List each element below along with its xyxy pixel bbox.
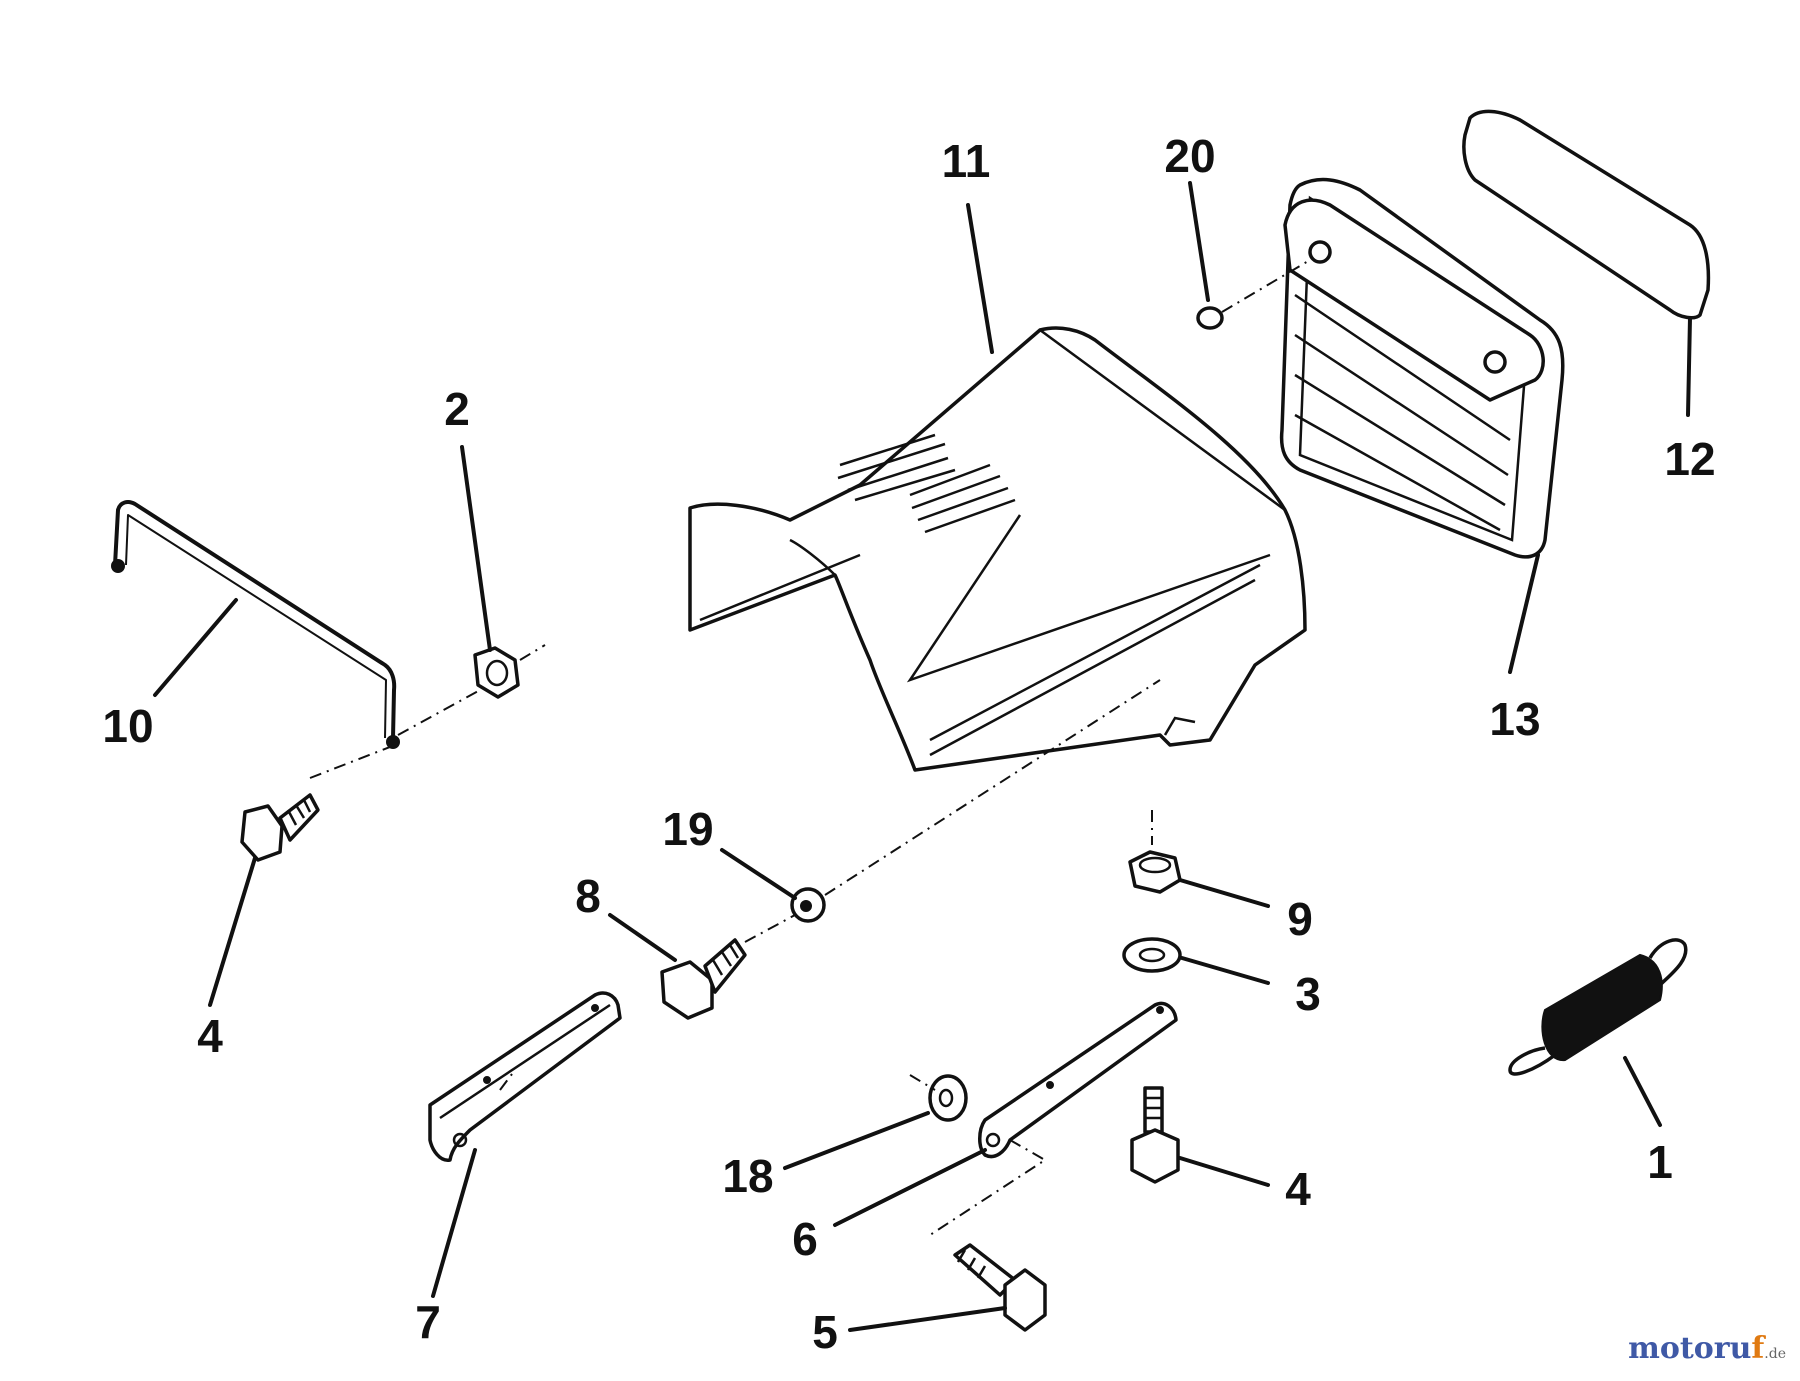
callout-7: 7 bbox=[415, 1296, 441, 1348]
callout-13: 13 bbox=[1489, 693, 1540, 745]
part-plug bbox=[1196, 306, 1224, 330]
callout-10: 10 bbox=[102, 700, 153, 752]
callout-4-right: 4 bbox=[1285, 1163, 1311, 1215]
callout-4-left: 4 bbox=[197, 1010, 223, 1062]
part-spring bbox=[1508, 938, 1688, 1076]
leader-lines bbox=[153, 181, 1692, 1332]
callout-3: 3 bbox=[1295, 968, 1321, 1020]
callout-labels: 11 20 12 13 2 10 4 19 8 9 3 1 4 18 6 7 5 bbox=[102, 130, 1715, 1358]
part-bolt-4-left bbox=[240, 793, 320, 862]
callout-1: 1 bbox=[1647, 1136, 1673, 1188]
callout-20: 20 bbox=[1164, 130, 1215, 182]
grille-hole-top bbox=[1308, 240, 1332, 264]
part-star-washer bbox=[790, 887, 826, 923]
part-bracket-6 bbox=[978, 1001, 1178, 1159]
part-support-rod bbox=[111, 500, 400, 749]
part-bolt-4-right bbox=[1130, 1086, 1180, 1184]
callout-19: 19 bbox=[662, 803, 713, 855]
callout-18: 18 bbox=[722, 1150, 773, 1202]
grille-hole-bottom bbox=[1483, 350, 1507, 374]
part-washer-18 bbox=[928, 1074, 968, 1122]
callout-5: 5 bbox=[812, 1306, 838, 1358]
part-bracket-7 bbox=[428, 991, 622, 1162]
part-hood-cover bbox=[688, 326, 1307, 772]
part-emblem-strip bbox=[1462, 109, 1711, 320]
callout-6: 6 bbox=[792, 1213, 818, 1265]
part-grille bbox=[1279, 177, 1565, 559]
part-bolt-5 bbox=[953, 1243, 1047, 1332]
part-nut-9 bbox=[1128, 850, 1182, 894]
callout-2: 2 bbox=[444, 383, 470, 435]
part-washer-3 bbox=[1122, 937, 1182, 973]
watermark-brand: motoru bbox=[1628, 1331, 1752, 1366]
part-flange-bolt-8 bbox=[660, 938, 747, 1020]
callout-12: 12 bbox=[1664, 433, 1715, 485]
watermark-tld: .de bbox=[1764, 1346, 1786, 1362]
callout-8: 8 bbox=[575, 870, 601, 922]
callout-11: 11 bbox=[942, 135, 991, 187]
watermark-brand-accent: f bbox=[1751, 1331, 1765, 1366]
callout-9: 9 bbox=[1287, 893, 1313, 945]
part-nut-2 bbox=[473, 646, 520, 699]
hood-vents bbox=[837, 433, 1016, 534]
watermark-logo: motoruf.de bbox=[1628, 1331, 1786, 1366]
